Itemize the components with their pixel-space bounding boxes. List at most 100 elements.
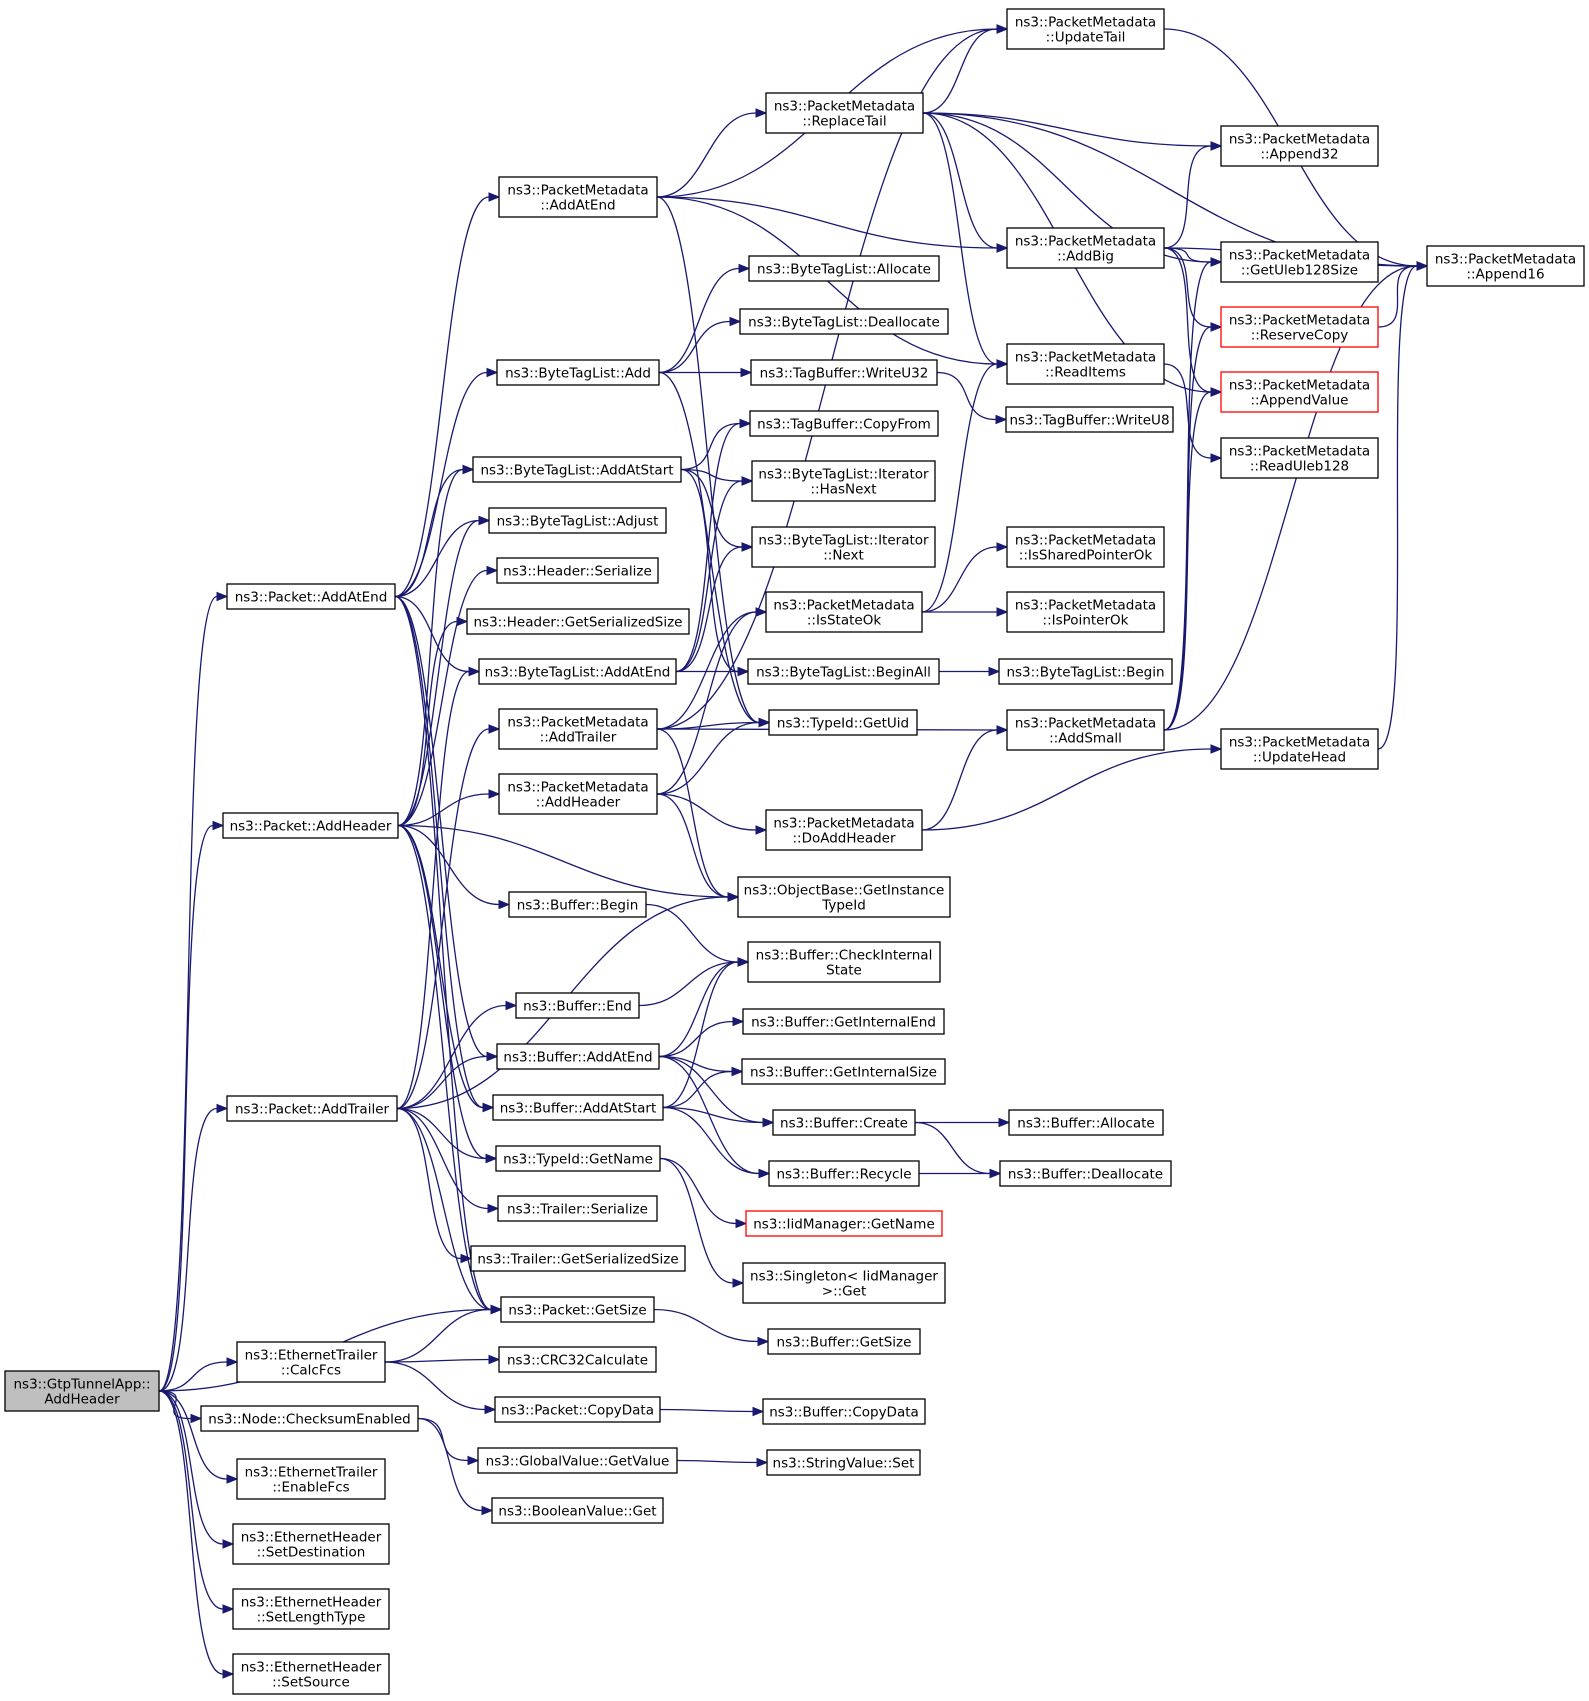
node-pm_readuleb[interactable]: ns3::PacketMetadata::ReadUleb128 <box>1220 437 1379 479</box>
edge-root-to-eth_setlen <box>158 1390 235 1614</box>
node-pm_addatend[interactable]: ns3::PacketMetadata::AddAtEnd <box>498 176 658 218</box>
node-eth_enablefcs[interactable]: ns3::EthernetTrailer::EnableFcs <box>236 1458 386 1500</box>
node-buf_begin[interactable]: ns3::Buffer::Begin <box>508 891 647 918</box>
node-label: ns3::Buffer::CheckInternal <box>756 948 933 964</box>
edge-node_checksum-to-gv_getvalue <box>417 1417 480 1466</box>
node-buf_end[interactable]: ns3::Buffer::End <box>515 992 640 1019</box>
node-pm_addsmall[interactable]: ns3::PacketMetadata::AddSmall <box>1006 709 1165 751</box>
node-tid_getuid[interactable]: ns3::TypeId::GetUid <box>768 709 918 736</box>
node-pm_replacetail[interactable]: ns3::PacketMetadata::ReplaceTail <box>765 92 924 134</box>
node-label: ns3::ByteTagList::AddAtEnd <box>485 665 671 681</box>
node-crc32[interactable]: ns3::CRC32Calculate <box>498 1346 657 1373</box>
node-label: State <box>826 963 862 979</box>
node-label: ns3::PacketMetadata <box>1229 735 1370 751</box>
node-pm_updatetail[interactable]: ns3::PacketMetadata::UpdateTail <box>1006 8 1165 50</box>
node-pm_addtrailer[interactable]: ns3::PacketMetadata::AddTrailer <box>498 708 658 750</box>
edge-pm_addheader-to-pm_isstateok <box>656 607 768 795</box>
node-pm_reservecopy[interactable]: ns3::PacketMetadata::ReserveCopy <box>1220 306 1379 348</box>
node-tb_writeu8[interactable]: ns3::TagBuffer::WriteU8 <box>1005 406 1174 433</box>
node-btl_it_next[interactable]: ns3::ByteTagList::Iterator::Next <box>751 526 936 568</box>
node-label: ns3::ByteTagList::BeginAll <box>756 665 931 681</box>
node-singleton_get[interactable]: ns3::Singleton< IidManager>::Get <box>742 1262 946 1304</box>
node-label: ns3::Buffer::Recycle <box>776 1167 911 1183</box>
node-sv_set[interactable]: ns3::StringValue::Set <box>766 1449 921 1476</box>
edge-pkt_addtrailer-to-pkt_getsize <box>396 1107 503 1315</box>
node-btl_add[interactable]: ns3::ByteTagList::Add <box>496 359 660 386</box>
node-hdr_getsize[interactable]: ns3::Header::GetSerializedSize <box>466 608 690 635</box>
node-label: ns3::GlobalValue::GetValue <box>486 1454 670 1470</box>
node-buf_getinternalsize[interactable]: ns3::Buffer::GetInternalSize <box>741 1058 946 1085</box>
node-box <box>751 526 936 568</box>
node-pm_getuleb[interactable]: ns3::PacketMetadata::GetUleb128Size <box>1220 241 1379 283</box>
node-pm_updatehead[interactable]: ns3::PacketMetadata::UpdateHead <box>1220 728 1379 770</box>
node-node_checksum[interactable]: ns3::Node::ChecksumEnabled <box>200 1405 419 1432</box>
node-tid_getname[interactable]: ns3::TypeId::GetName <box>495 1145 661 1172</box>
edge-root-to-pkt_addtrailer <box>158 1103 229 1392</box>
node-iid_getname[interactable]: ns3::IidManager::GetName <box>745 1210 943 1237</box>
edge-pm_addheader-to-ob_gettid <box>656 793 740 902</box>
node-btl_it_hasnext[interactable]: ns3::ByteTagList::Iterator::HasNext <box>751 460 936 502</box>
node-pm_readitems[interactable]: ns3::PacketMetadata::ReadItems <box>1006 343 1165 385</box>
node-trl_getsize[interactable]: ns3::Trailer::GetSerializedSize <box>470 1245 686 1272</box>
edge-pkt_addtrailer-to-trl_getsize <box>396 1107 473 1264</box>
node-btl_adjust[interactable]: ns3::ByteTagList::Adjust <box>488 507 667 534</box>
node-eth_calcfcs[interactable]: ns3::EthernetTrailer::CalcFcs <box>236 1341 386 1383</box>
node-btl_addatstart[interactable]: ns3::ByteTagList::AddAtStart <box>472 456 682 483</box>
node-buf_allocate[interactable]: ns3::Buffer::Allocate <box>1008 1109 1164 1136</box>
node-buf_copydata[interactable]: ns3::Buffer::CopyData <box>762 1398 926 1425</box>
node-btl_deallocate[interactable]: ns3::ByteTagList::Deallocate <box>739 308 949 335</box>
node-label: ns3::Buffer::End <box>523 999 632 1015</box>
node-gv_getvalue[interactable]: ns3::GlobalValue::GetValue <box>477 1447 678 1474</box>
node-buf_create[interactable]: ns3::Buffer::Create <box>772 1109 916 1136</box>
node-pm_addbig[interactable]: ns3::PacketMetadata::AddBig <box>1006 227 1165 269</box>
node-btl_allocate[interactable]: ns3::ByteTagList::Allocate <box>748 255 940 282</box>
node-hdr_serialize[interactable]: ns3::Header::Serialize <box>496 557 659 584</box>
node-pkt_addatend[interactable]: ns3::Packet::AddAtEnd <box>226 583 396 610</box>
node-pm_addheader[interactable]: ns3::PacketMetadata::AddHeader <box>498 773 658 815</box>
node-label: ::Append16 <box>1466 267 1544 283</box>
node-pm_doaddheader[interactable]: ns3::PacketMetadata::DoAddHeader <box>765 809 923 851</box>
node-label: ns3::Header::Serialize <box>503 564 652 580</box>
node-btl_begin[interactable]: ns3::ByteTagList::Begin <box>998 658 1173 685</box>
node-root[interactable]: ns3::GtpTunnelApp::AddHeader <box>4 1370 160 1412</box>
node-box <box>1005 406 1174 433</box>
node-buf_addatend[interactable]: ns3::Buffer::AddAtEnd <box>496 1043 660 1070</box>
node-box <box>1220 125 1379 167</box>
node-eth_setsrc[interactable]: ns3::EthernetHeader::SetSource <box>232 1653 390 1695</box>
node-btl_addatend[interactable]: ns3::ByteTagList::AddAtEnd <box>478 658 677 685</box>
node-pm_ispointerok[interactable]: ns3::PacketMetadata::IsPointerOk <box>1006 591 1165 633</box>
edge-btl_add-to-tb_writeu32 <box>659 367 753 378</box>
node-pm_appendvalue[interactable]: ns3::PacketMetadata::AppendValue <box>1220 371 1379 413</box>
node-tb_writeu32[interactable]: ns3::TagBuffer::WriteU32 <box>750 359 938 386</box>
node-label: ::AddTrailer <box>540 730 617 746</box>
node-pkt_copydata[interactable]: ns3::Packet::CopyData <box>494 1396 661 1423</box>
node-pm_append16[interactable]: ns3::PacketMetadata::Append16 <box>1426 245 1585 287</box>
node-buf_getinternalend[interactable]: ns3::Buffer::GetInternalEnd <box>742 1008 945 1035</box>
node-label: ns3::Buffer::Create <box>780 1116 908 1132</box>
node-buf_deallocate[interactable]: ns3::Buffer::Deallocate <box>999 1160 1172 1187</box>
node-pkt_getsize[interactable]: ns3::Packet::GetSize <box>500 1296 655 1323</box>
node-tb_copyfrom[interactable]: ns3::TagBuffer::CopyFrom <box>749 410 939 437</box>
node-eth_setdest[interactable]: ns3::EthernetHeader::SetDestination <box>232 1523 390 1565</box>
node-buf_recycle[interactable]: ns3::Buffer::Recycle <box>768 1160 920 1187</box>
node-pm_append32[interactable]: ns3::PacketMetadata::Append32 <box>1220 125 1379 167</box>
node-pkt_addtrailer[interactable]: ns3::Packet::AddTrailer <box>226 1095 398 1122</box>
node-buf_getsize[interactable]: ns3::Buffer::GetSize <box>767 1328 921 1355</box>
node-pm_isstateok[interactable]: ns3::PacketMetadata::IsStateOk <box>765 591 923 633</box>
edge-pm_doaddheader-to-pm_addsmall <box>921 725 1009 831</box>
node-label: ns3::PacketMetadata <box>1015 234 1156 250</box>
node-pkt_addheader[interactable]: ns3::Packet::AddHeader <box>222 812 399 839</box>
node-eth_setlen[interactable]: ns3::EthernetHeader::SetLengthType <box>232 1588 390 1630</box>
edge-tb_writeu32-to-tb_writeu8 <box>936 371 1008 425</box>
node-bool_get[interactable]: ns3::BooleanValue::Get <box>491 1497 664 1524</box>
edge-btl_addatend-to-btl_beginall <box>676 666 750 677</box>
node-pm_issharedok[interactable]: ns3::PacketMetadata::IsSharedPointerOk <box>1006 526 1165 568</box>
node-label: ns3::EthernetHeader <box>241 1595 382 1611</box>
node-buf_addatstart[interactable]: ns3::Buffer::AddAtStart <box>492 1094 664 1121</box>
node-label: ::SetDestination <box>257 1545 366 1561</box>
node-trl_serialize[interactable]: ns3::Trailer::Serialize <box>497 1195 658 1222</box>
node-btl_beginall[interactable]: ns3::ByteTagList::BeginAll <box>747 658 940 685</box>
